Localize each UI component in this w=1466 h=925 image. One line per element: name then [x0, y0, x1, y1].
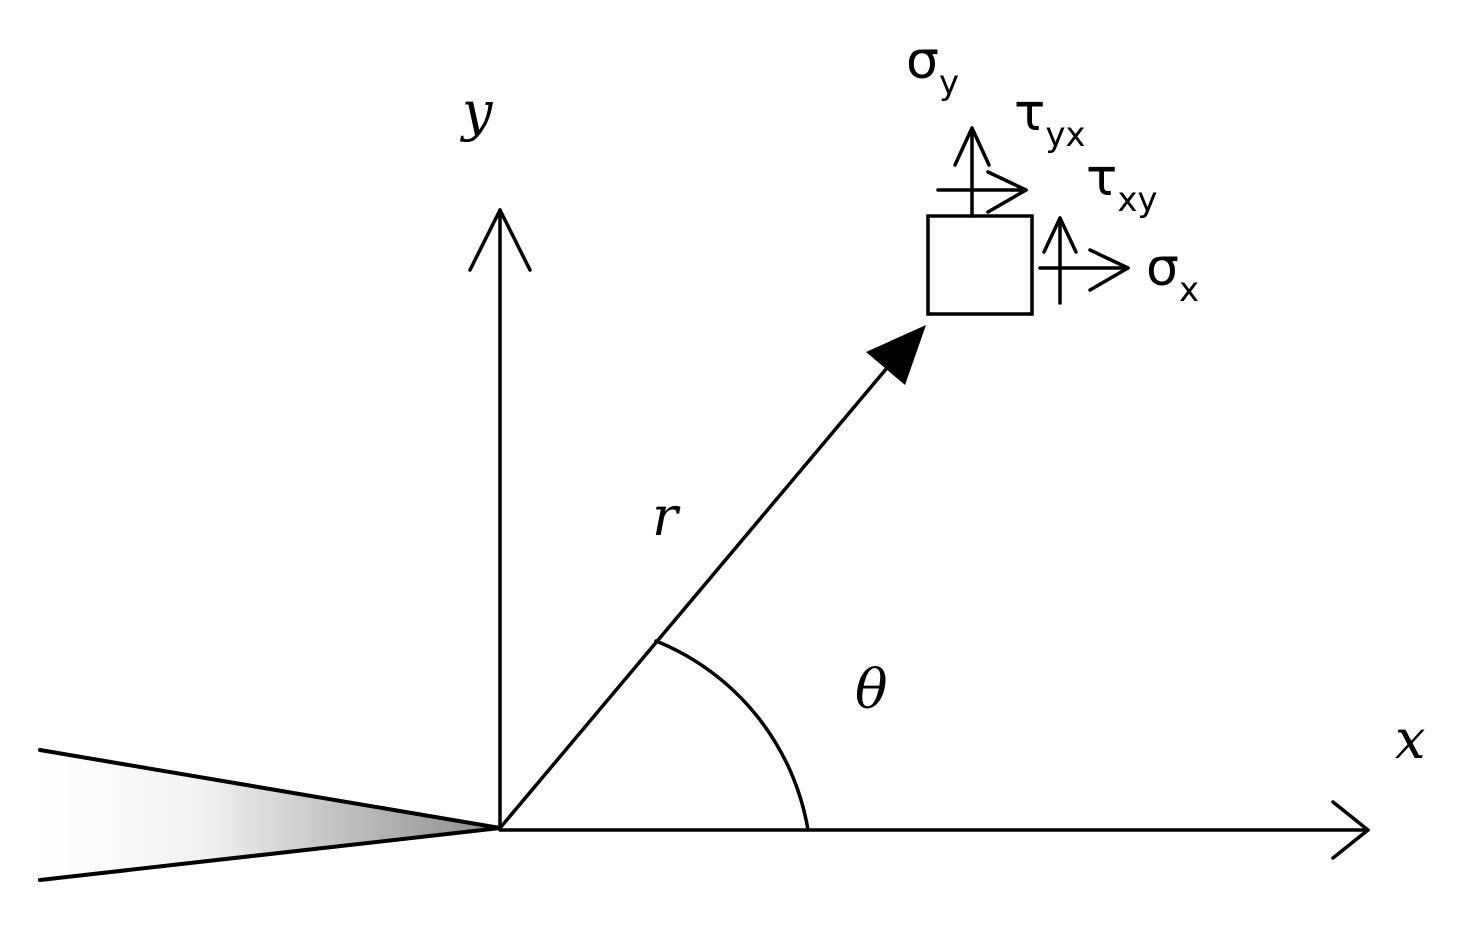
- y-axis-label: y: [460, 80, 494, 143]
- sigma-x-arrow: [1038, 248, 1130, 292]
- sigma-y-arrow: [953, 126, 991, 218]
- radius-label: r: [652, 485, 681, 548]
- radius-vector: [498, 325, 926, 830]
- sigma-y-label: σy: [906, 31, 959, 103]
- sigma-x-label: σx: [1146, 238, 1199, 310]
- y-axis: [468, 208, 532, 830]
- tau-yx-arrow: [936, 170, 1028, 214]
- stress-element: [926, 214, 1034, 316]
- tau-xy-label: τxy: [1086, 148, 1158, 220]
- x-axis: [498, 800, 1370, 860]
- angle-arc: [654, 639, 810, 832]
- crack-wedge: [38, 748, 502, 882]
- radius-arrowhead: [866, 325, 926, 385]
- tau-yx-label: τyx: [1014, 83, 1086, 155]
- tau-xy-arrow: [1042, 216, 1078, 305]
- angle-label: θ: [855, 658, 888, 721]
- x-axis-label: x: [1395, 708, 1425, 771]
